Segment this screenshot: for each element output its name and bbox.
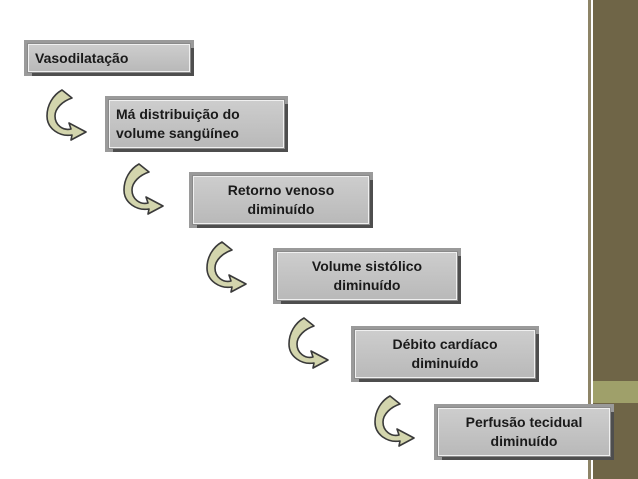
step-box-volume-sistolico: Volume sistólico diminuído: [276, 251, 458, 301]
curved-arrow-icon: [288, 317, 329, 369]
side-accent-block: [593, 381, 638, 403]
side-bar-divider: [588, 0, 591, 479]
curved-arrow-icon: [46, 89, 87, 141]
step-label: Volume sistólico diminuído: [311, 258, 423, 293]
curved-arrow-icon: [123, 163, 164, 215]
step-label: Perfusão tecidual diminuído: [465, 414, 583, 449]
curved-arrow-icon: [206, 241, 247, 293]
step-box-debito-cardiaco: Débito cardíaco diminuído: [354, 329, 536, 379]
step-box-perfusao-tecidual: Perfusão tecidual diminuído: [437, 407, 611, 457]
step-box-vasodilatacao: Vasodilatação: [27, 43, 191, 73]
step-box-retorno-venoso: Retorno venoso diminuído: [192, 175, 370, 225]
step-label: Retorno venoso diminuído: [227, 182, 335, 217]
step-label: Vasodilatação: [35, 49, 129, 66]
step-label: Má distribuição do volume sangüíneo: [116, 106, 240, 141]
curved-arrow-icon: [374, 395, 415, 447]
step-label: Débito cardíaco diminuído: [392, 336, 498, 371]
step-box-ma-distribuicao: Má distribuição do volume sangüíneo: [108, 99, 285, 149]
